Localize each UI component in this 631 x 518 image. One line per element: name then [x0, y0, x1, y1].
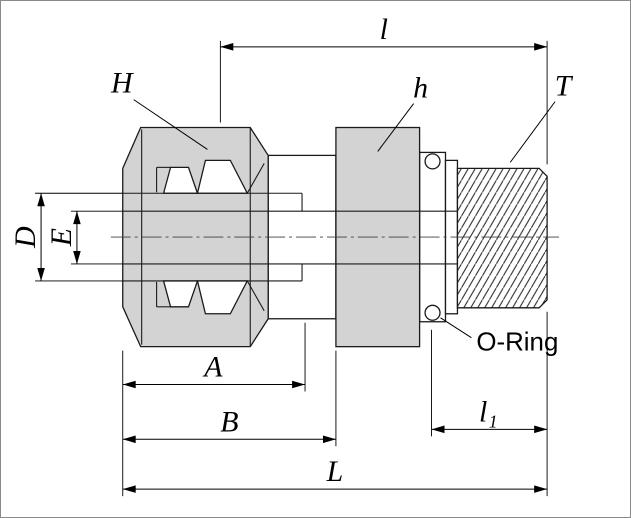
dimensions: l D E A B [9, 13, 574, 497]
fitting-body [110, 126, 560, 348]
dim-A: A [122, 322, 306, 392]
dim-l: l [219, 13, 548, 165]
o-ring-top [424, 153, 441, 170]
label-l: l [380, 13, 388, 46]
leader-T: T [509, 70, 574, 163]
leader-H-line [133, 99, 208, 150]
label-D: D [9, 226, 42, 249]
dim-l1: l₁ [431, 329, 548, 437]
o-ring-bottom [424, 304, 441, 321]
dim-E: E [45, 210, 123, 265]
label-E: E [45, 228, 78, 247]
label-o-ring: O-Ring [476, 329, 558, 357]
leader-H: H [110, 67, 208, 150]
ferrule-seat-top [246, 163, 265, 194]
label-T: T [555, 70, 574, 103]
tube-and-bore-lines [122, 163, 458, 312]
label-L: L [326, 455, 344, 488]
ferrule-seat-bottom [246, 280, 265, 312]
label-l1: l₁ [479, 395, 498, 428]
dim-B: B [122, 350, 337, 447]
thread-hatch [456, 167, 548, 309]
label-h: h [413, 72, 428, 105]
label-H: H [110, 67, 134, 100]
leader-h-line [377, 103, 415, 152]
ferrules [162, 159, 249, 315]
label-B: B [220, 405, 238, 438]
label-A: A [202, 351, 223, 384]
leader-h: h [377, 72, 428, 152]
leader-o-ring-line [440, 317, 472, 339]
leader-T-line [509, 101, 556, 163]
dim-D: D [9, 192, 123, 282]
dim-L: L [122, 455, 548, 493]
leader-o-ring: O-Ring [440, 317, 558, 357]
